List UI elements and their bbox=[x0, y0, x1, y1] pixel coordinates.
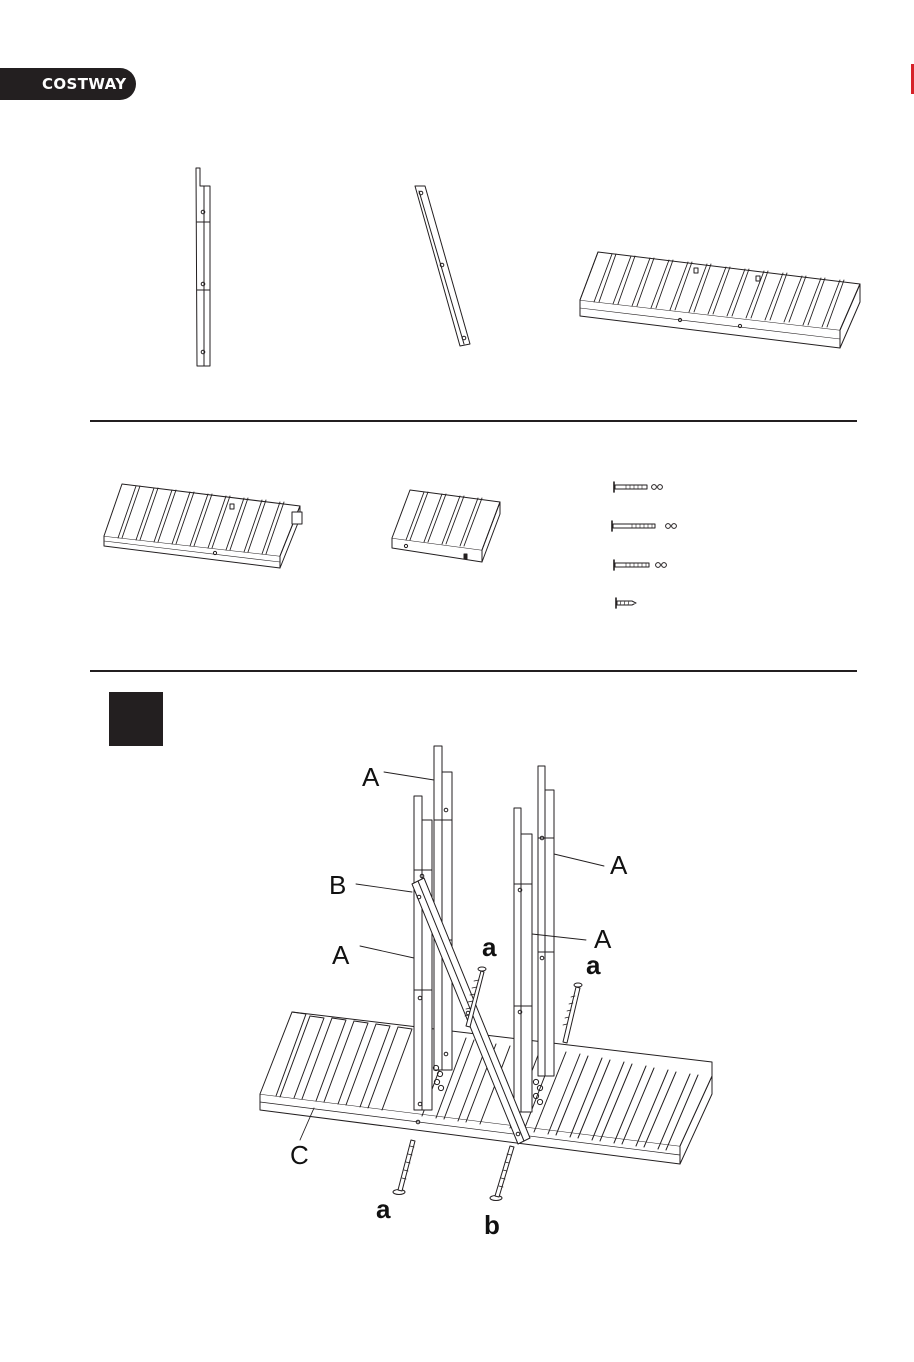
label-a-bolt-upper-right: a bbox=[586, 952, 600, 978]
screw-b bbox=[490, 1146, 514, 1201]
long-bolt-with-nuts-icon bbox=[614, 482, 662, 492]
part-cross-brace bbox=[415, 186, 470, 346]
label-b-screw: b bbox=[484, 1212, 500, 1238]
part-short-slat-shelf bbox=[392, 490, 500, 562]
label-c-shelf: C bbox=[290, 1142, 309, 1168]
label-b-brace: B bbox=[329, 872, 346, 898]
part-hardware-set bbox=[612, 482, 676, 608]
label-a-bolt-lower: a bbox=[376, 1196, 390, 1222]
leg-a-back-right bbox=[538, 766, 554, 1076]
label-a-front-right: A bbox=[594, 926, 611, 952]
label-a-back-right: A bbox=[610, 852, 627, 878]
short-screw-icon bbox=[616, 598, 636, 608]
bolt-a-lower bbox=[393, 1140, 415, 1195]
leg-a-front-right bbox=[514, 808, 532, 1112]
part-medium-slat-shelf bbox=[104, 484, 302, 568]
long-bolt-with-washers-icon bbox=[612, 521, 676, 531]
leg-a-front-left bbox=[414, 796, 432, 1110]
label-a-bolt-upper-left: a bbox=[482, 934, 496, 960]
medium-bolt-with-nuts-icon bbox=[614, 560, 666, 570]
bolt-a-upper-right bbox=[563, 983, 582, 1043]
label-a-front-left: A bbox=[332, 942, 349, 968]
label-a-back-left: A bbox=[362, 764, 379, 790]
part-side-leg-panel bbox=[196, 168, 210, 366]
part-long-slat-shelf bbox=[580, 252, 860, 348]
